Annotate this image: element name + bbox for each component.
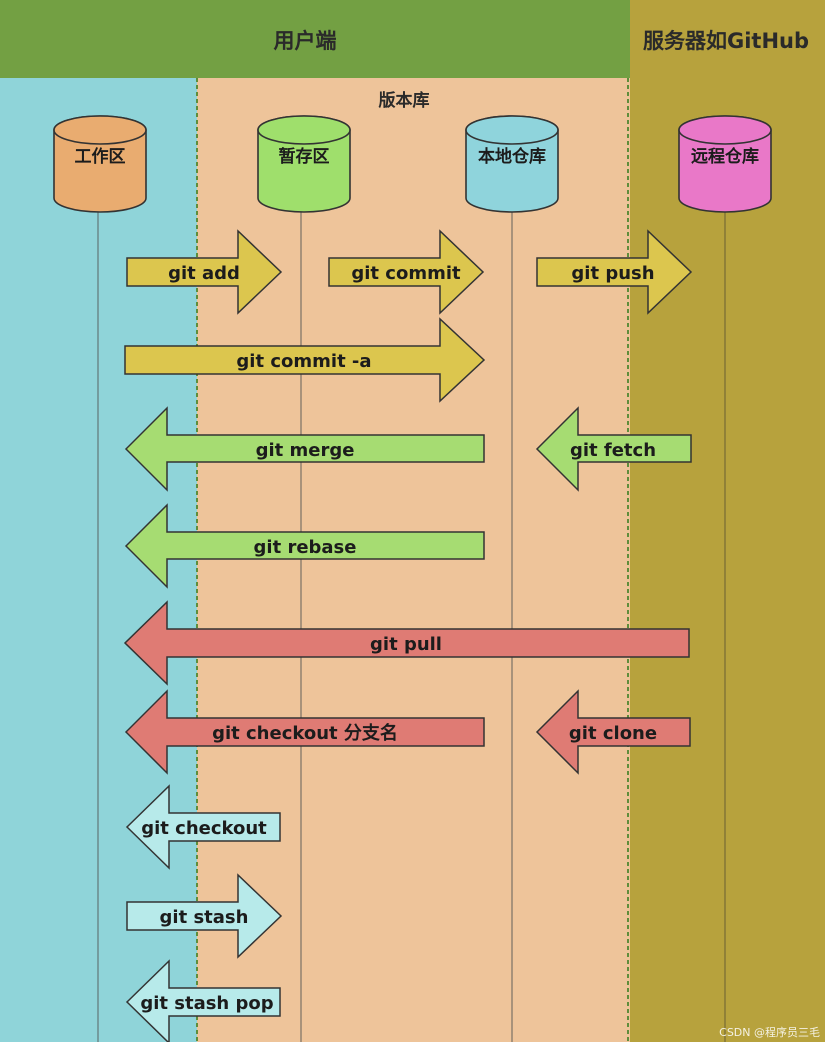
local-repo-node-label: 本地仓库 [478, 146, 546, 167]
staging-node-label: 暂存区 [279, 146, 330, 167]
watermark-text: CSDN @程序员三毛 [719, 1025, 820, 1039]
git-stash-arrow: git stash [126, 873, 283, 959]
git-checkout-arrow: git checkout [125, 784, 281, 870]
git-checkout-branch-arrow: git checkout 分支名 [124, 689, 485, 775]
git-pull-label: git pull [370, 634, 442, 655]
git-rebase-label: git rebase [254, 537, 357, 558]
git-merge-label: git merge [256, 440, 355, 461]
git-pull-arrow: git pull [123, 600, 690, 686]
server-side-header: 服务器如GitHub [643, 29, 809, 53]
git-checkout-label: git checkout [141, 818, 267, 839]
git-clone-arrow: git clone [535, 689, 691, 775]
local-repo-node: 本地仓库 [465, 115, 559, 213]
git-add-label: git add [168, 263, 240, 284]
git-clone-label: git clone [569, 723, 657, 744]
git-commit-a-label: git commit -a [236, 351, 371, 372]
git-fetch-arrow: git fetch [535, 406, 692, 492]
git-push-arrow: git push [536, 229, 693, 315]
git-stash-label: git stash [160, 907, 249, 928]
remote-repo-node-label: 远程仓库 [691, 146, 759, 167]
user-header-band [0, 0, 630, 78]
git-rebase-arrow: git rebase [124, 503, 485, 589]
git-fetch-label: git fetch [570, 440, 656, 461]
git-stash-pop-label: git stash pop [140, 993, 273, 1014]
git-merge-arrow: git merge [124, 406, 485, 492]
git-commit-label: git commit [351, 263, 461, 284]
staging-node: 暂存区 [257, 115, 351, 213]
git-push-label: git push [571, 263, 654, 284]
git-commit-a-arrow: git commit -a [124, 317, 486, 403]
git-checkout-branch-label: git checkout 分支名 [212, 722, 398, 744]
workspace-node-label: 工作区 [75, 146, 126, 167]
workspace-node: 工作区 [53, 115, 147, 213]
remote-repo-node: 远程仓库 [678, 115, 772, 213]
user-side-header: 用户端 [274, 29, 337, 53]
repository-region [197, 78, 630, 1042]
git-stash-pop-arrow: git stash pop [125, 959, 281, 1042]
git-commit-arrow: git commit [328, 229, 485, 315]
repository-header: 版本库 [379, 90, 430, 111]
git-add-arrow: git add [126, 229, 283, 315]
